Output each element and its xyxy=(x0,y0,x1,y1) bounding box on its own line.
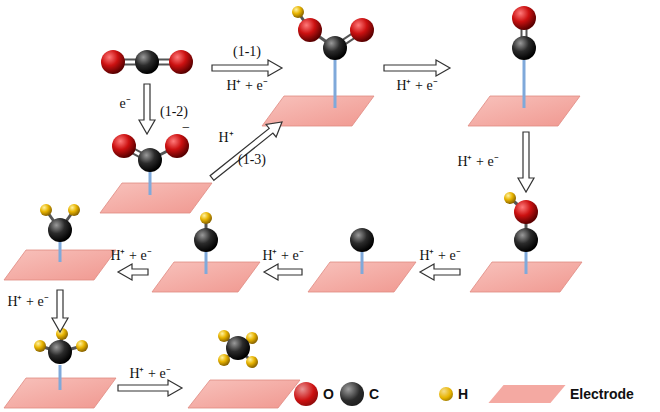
hydrogen-atom xyxy=(504,192,516,204)
reaction-arrow xyxy=(118,380,182,396)
carbon-atom xyxy=(323,36,347,60)
carbon-atom xyxy=(194,228,218,252)
carbon-atom xyxy=(512,36,536,60)
carbon-atom xyxy=(138,148,162,172)
reaction-arrow xyxy=(210,122,282,180)
hydrogen-atom xyxy=(200,212,212,224)
reaction-step-label: e⁻ xyxy=(119,97,130,111)
reaction-arrow xyxy=(264,264,302,280)
pathway-number: (1-3) xyxy=(238,153,266,167)
reaction-step-label: H⁺ + e⁻ xyxy=(129,367,170,381)
legend-label: H xyxy=(458,387,468,401)
legend-label: C xyxy=(369,387,379,401)
adsorption-bond xyxy=(149,170,152,195)
legend-swatch xyxy=(488,385,565,403)
reaction-step-label: H⁺ + e⁻ xyxy=(7,295,48,309)
reaction-arrow xyxy=(52,290,68,332)
hydrogen-atom xyxy=(218,354,230,366)
reaction-step-label: H⁺ xyxy=(218,131,233,145)
adsorption-bond xyxy=(205,250,208,274)
reaction-arrow xyxy=(212,60,282,76)
adsorption-bond xyxy=(525,250,528,274)
hydrogen-atom xyxy=(76,340,88,352)
reaction-arrow xyxy=(384,60,450,76)
carbon-atom xyxy=(514,228,538,252)
oxygen-atom xyxy=(298,18,322,42)
legend-swatch xyxy=(340,382,364,406)
oxygen-atom xyxy=(169,50,193,74)
carbon-atom xyxy=(226,336,250,360)
hydrogen-atom xyxy=(68,204,80,216)
electrode-slab xyxy=(262,96,374,126)
adsorption-bond xyxy=(59,365,62,390)
hydrogen-atom xyxy=(56,328,68,340)
adsorption-bond xyxy=(523,60,526,108)
electrode-slab xyxy=(188,380,300,408)
legend-swatch xyxy=(294,382,318,406)
reaction-step-label: H⁺ + e⁻ xyxy=(457,155,498,169)
hydrogen-atom xyxy=(40,204,52,216)
reaction-arrow xyxy=(518,132,534,192)
oxygen-atom xyxy=(101,50,125,74)
reaction-step-label: H⁺ + e⁻ xyxy=(226,79,267,93)
oxygen-atom xyxy=(112,134,136,158)
adsorption-bond xyxy=(59,240,62,262)
carbon-atom xyxy=(135,50,159,74)
oxygen-atom xyxy=(512,6,536,30)
oxygen-atom xyxy=(350,18,374,42)
oxygen-atom xyxy=(514,200,538,224)
reaction-arrow xyxy=(139,84,155,134)
adsorption-bond xyxy=(334,58,337,108)
carbon-atom xyxy=(48,340,72,364)
reaction-step-label: H⁺ + e⁻ xyxy=(110,249,151,263)
reaction-step-label: H⁺ + e⁻ xyxy=(396,79,437,93)
pathway-number: (1-1) xyxy=(233,45,261,59)
hydrogen-atom xyxy=(292,6,304,18)
legend-label: O xyxy=(323,387,334,401)
legend-swatch xyxy=(439,387,453,401)
electrode-slab xyxy=(100,183,212,213)
hydrogen-atom xyxy=(246,356,258,368)
hydrogen-atom xyxy=(218,330,230,342)
carbon-atom xyxy=(48,218,72,242)
oxygen-atom xyxy=(165,134,189,158)
adsorption-bond xyxy=(361,250,364,274)
pathway-number: (1-2) xyxy=(160,105,188,119)
charge-sign: − xyxy=(182,121,190,135)
reaction-step-label: H⁺ + e⁻ xyxy=(419,249,460,263)
hydrogen-atom xyxy=(34,340,46,352)
carbon-atom xyxy=(350,228,374,252)
reaction-step-label: H⁺ + e⁻ xyxy=(262,249,303,263)
reaction-arrow xyxy=(420,264,460,280)
legend-label: Electrode xyxy=(570,387,634,401)
reaction-arrow xyxy=(118,264,148,280)
